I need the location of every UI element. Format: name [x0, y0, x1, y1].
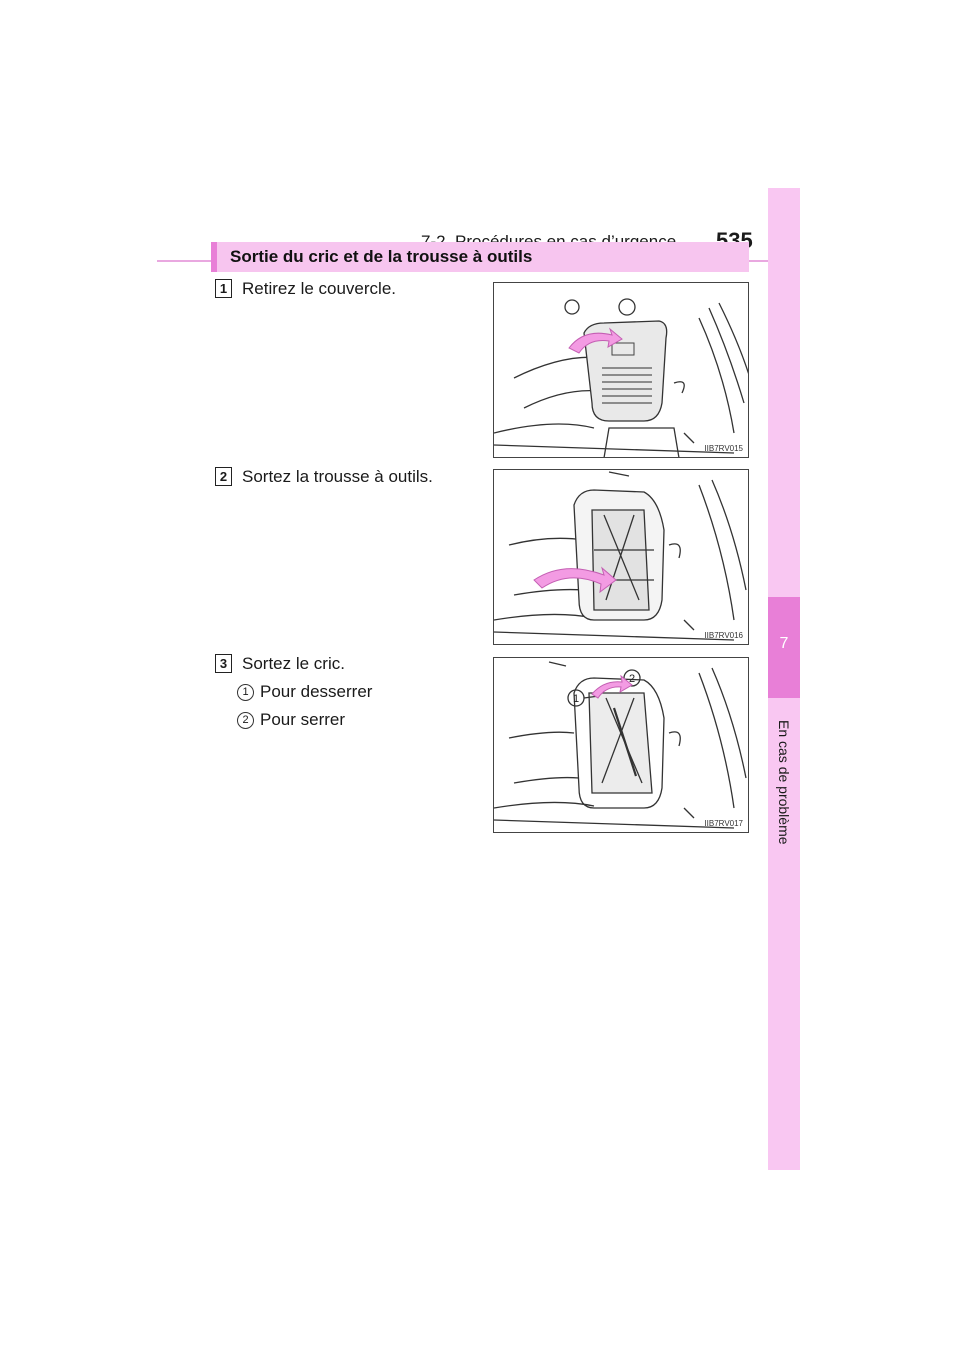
section-title: Sortie du cric et de la trousse à outils	[230, 247, 533, 266]
figure-remove-cover: IIB7RV015	[493, 282, 749, 458]
step-text: Sortez le cric.	[242, 654, 345, 673]
substep-text: Pour desserrer	[260, 682, 373, 701]
section-heading: Sortie du cric et de la trousse à outils	[211, 242, 749, 272]
figure-jack: 1 2 IIB7RV017	[493, 657, 749, 833]
illustration-tool-kit	[494, 471, 747, 641]
step-number-badge: 1	[215, 279, 232, 298]
figure-code: IIB7RV015	[704, 444, 743, 453]
callout-1-label: 1	[573, 693, 579, 705]
figure-tool-kit: IIB7RV016	[493, 469, 749, 645]
figure-code: IIB7RV016	[704, 631, 743, 640]
substep-number: 2	[237, 712, 254, 729]
illustration-cover	[494, 298, 748, 457]
step-text: Retirez le couvercle.	[242, 279, 397, 298]
step-number-badge: 2	[215, 467, 232, 486]
figure-code: IIB7RV017	[704, 819, 743, 828]
chapter-number: 7	[779, 635, 789, 652]
callout-2-label: 2	[629, 673, 635, 685]
illustration-jack: 1 2	[494, 661, 747, 829]
step-text: Sortez la trousse à outils.	[242, 467, 433, 486]
substep-text: Pour serrer	[260, 710, 346, 729]
chapter-title: En cas de problème	[776, 720, 792, 845]
chapter-box: 7	[768, 597, 800, 698]
substep-number: 1	[237, 684, 254, 701]
step-number-badge: 3	[215, 654, 232, 673]
